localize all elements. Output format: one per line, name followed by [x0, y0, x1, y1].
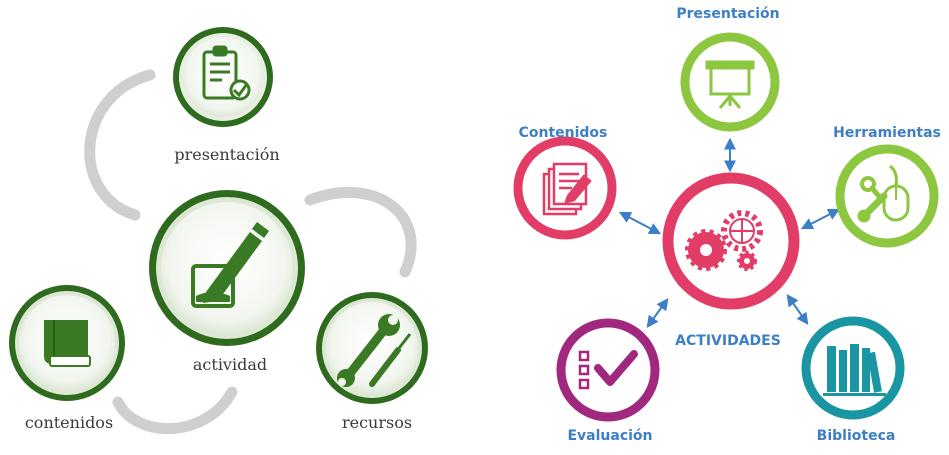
arrow-biblioteca	[786, 294, 809, 325]
label-actividad: actividad	[192, 355, 268, 374]
arc-contenidos-recursos	[112, 386, 238, 435]
label-herramientas: Herramientas	[833, 125, 941, 141]
label-biblioteca: Biblioteca	[816, 428, 896, 444]
arrow-evaluacion	[646, 298, 669, 328]
node-presentacion-right	[680, 32, 780, 132]
documents-icon	[542, 162, 592, 216]
label-presentacion-right: Presentación	[676, 6, 780, 22]
label-contenidos: contenidos	[24, 413, 114, 432]
arrow-herramientas	[800, 208, 841, 230]
arc-presentacion-actividad	[84, 69, 156, 221]
node-presentacion	[173, 27, 273, 127]
node-evaluacion	[556, 318, 660, 422]
label-contenidos-right: Contenidos	[518, 125, 608, 141]
arrow-contenidos	[618, 211, 662, 235]
node-contenidos-right	[513, 136, 617, 240]
label-recursos: recursos	[341, 413, 413, 432]
gears-icon	[685, 210, 763, 271]
label-presentacion: presentación	[174, 145, 280, 164]
left-diagram	[9, 27, 428, 435]
projector-screen-icon	[705, 60, 755, 109]
wrench-screwdriver-icon	[337, 314, 412, 387]
left-connector-arcs	[84, 69, 417, 435]
checklist-icon	[578, 350, 638, 390]
node-contenidos	[9, 285, 125, 401]
node-herramientas	[835, 144, 939, 248]
right-diagram	[513, 32, 939, 422]
mouse-tools-icon	[857, 164, 910, 223]
node-actividad	[149, 190, 305, 346]
label-actividades: ACTIVIDADES	[675, 333, 781, 349]
books-icon	[823, 344, 886, 396]
book-icon	[44, 320, 91, 367]
clipboard-check-icon	[202, 45, 251, 101]
node-actividades	[662, 172, 800, 310]
pencil-checkbox-icon	[191, 222, 269, 308]
label-evaluacion: Evaluación	[567, 428, 653, 444]
right-connector-arrows	[618, 137, 841, 328]
node-recursos	[316, 292, 428, 404]
node-biblioteca	[801, 316, 905, 420]
arc-actividad-recursos	[304, 186, 417, 278]
